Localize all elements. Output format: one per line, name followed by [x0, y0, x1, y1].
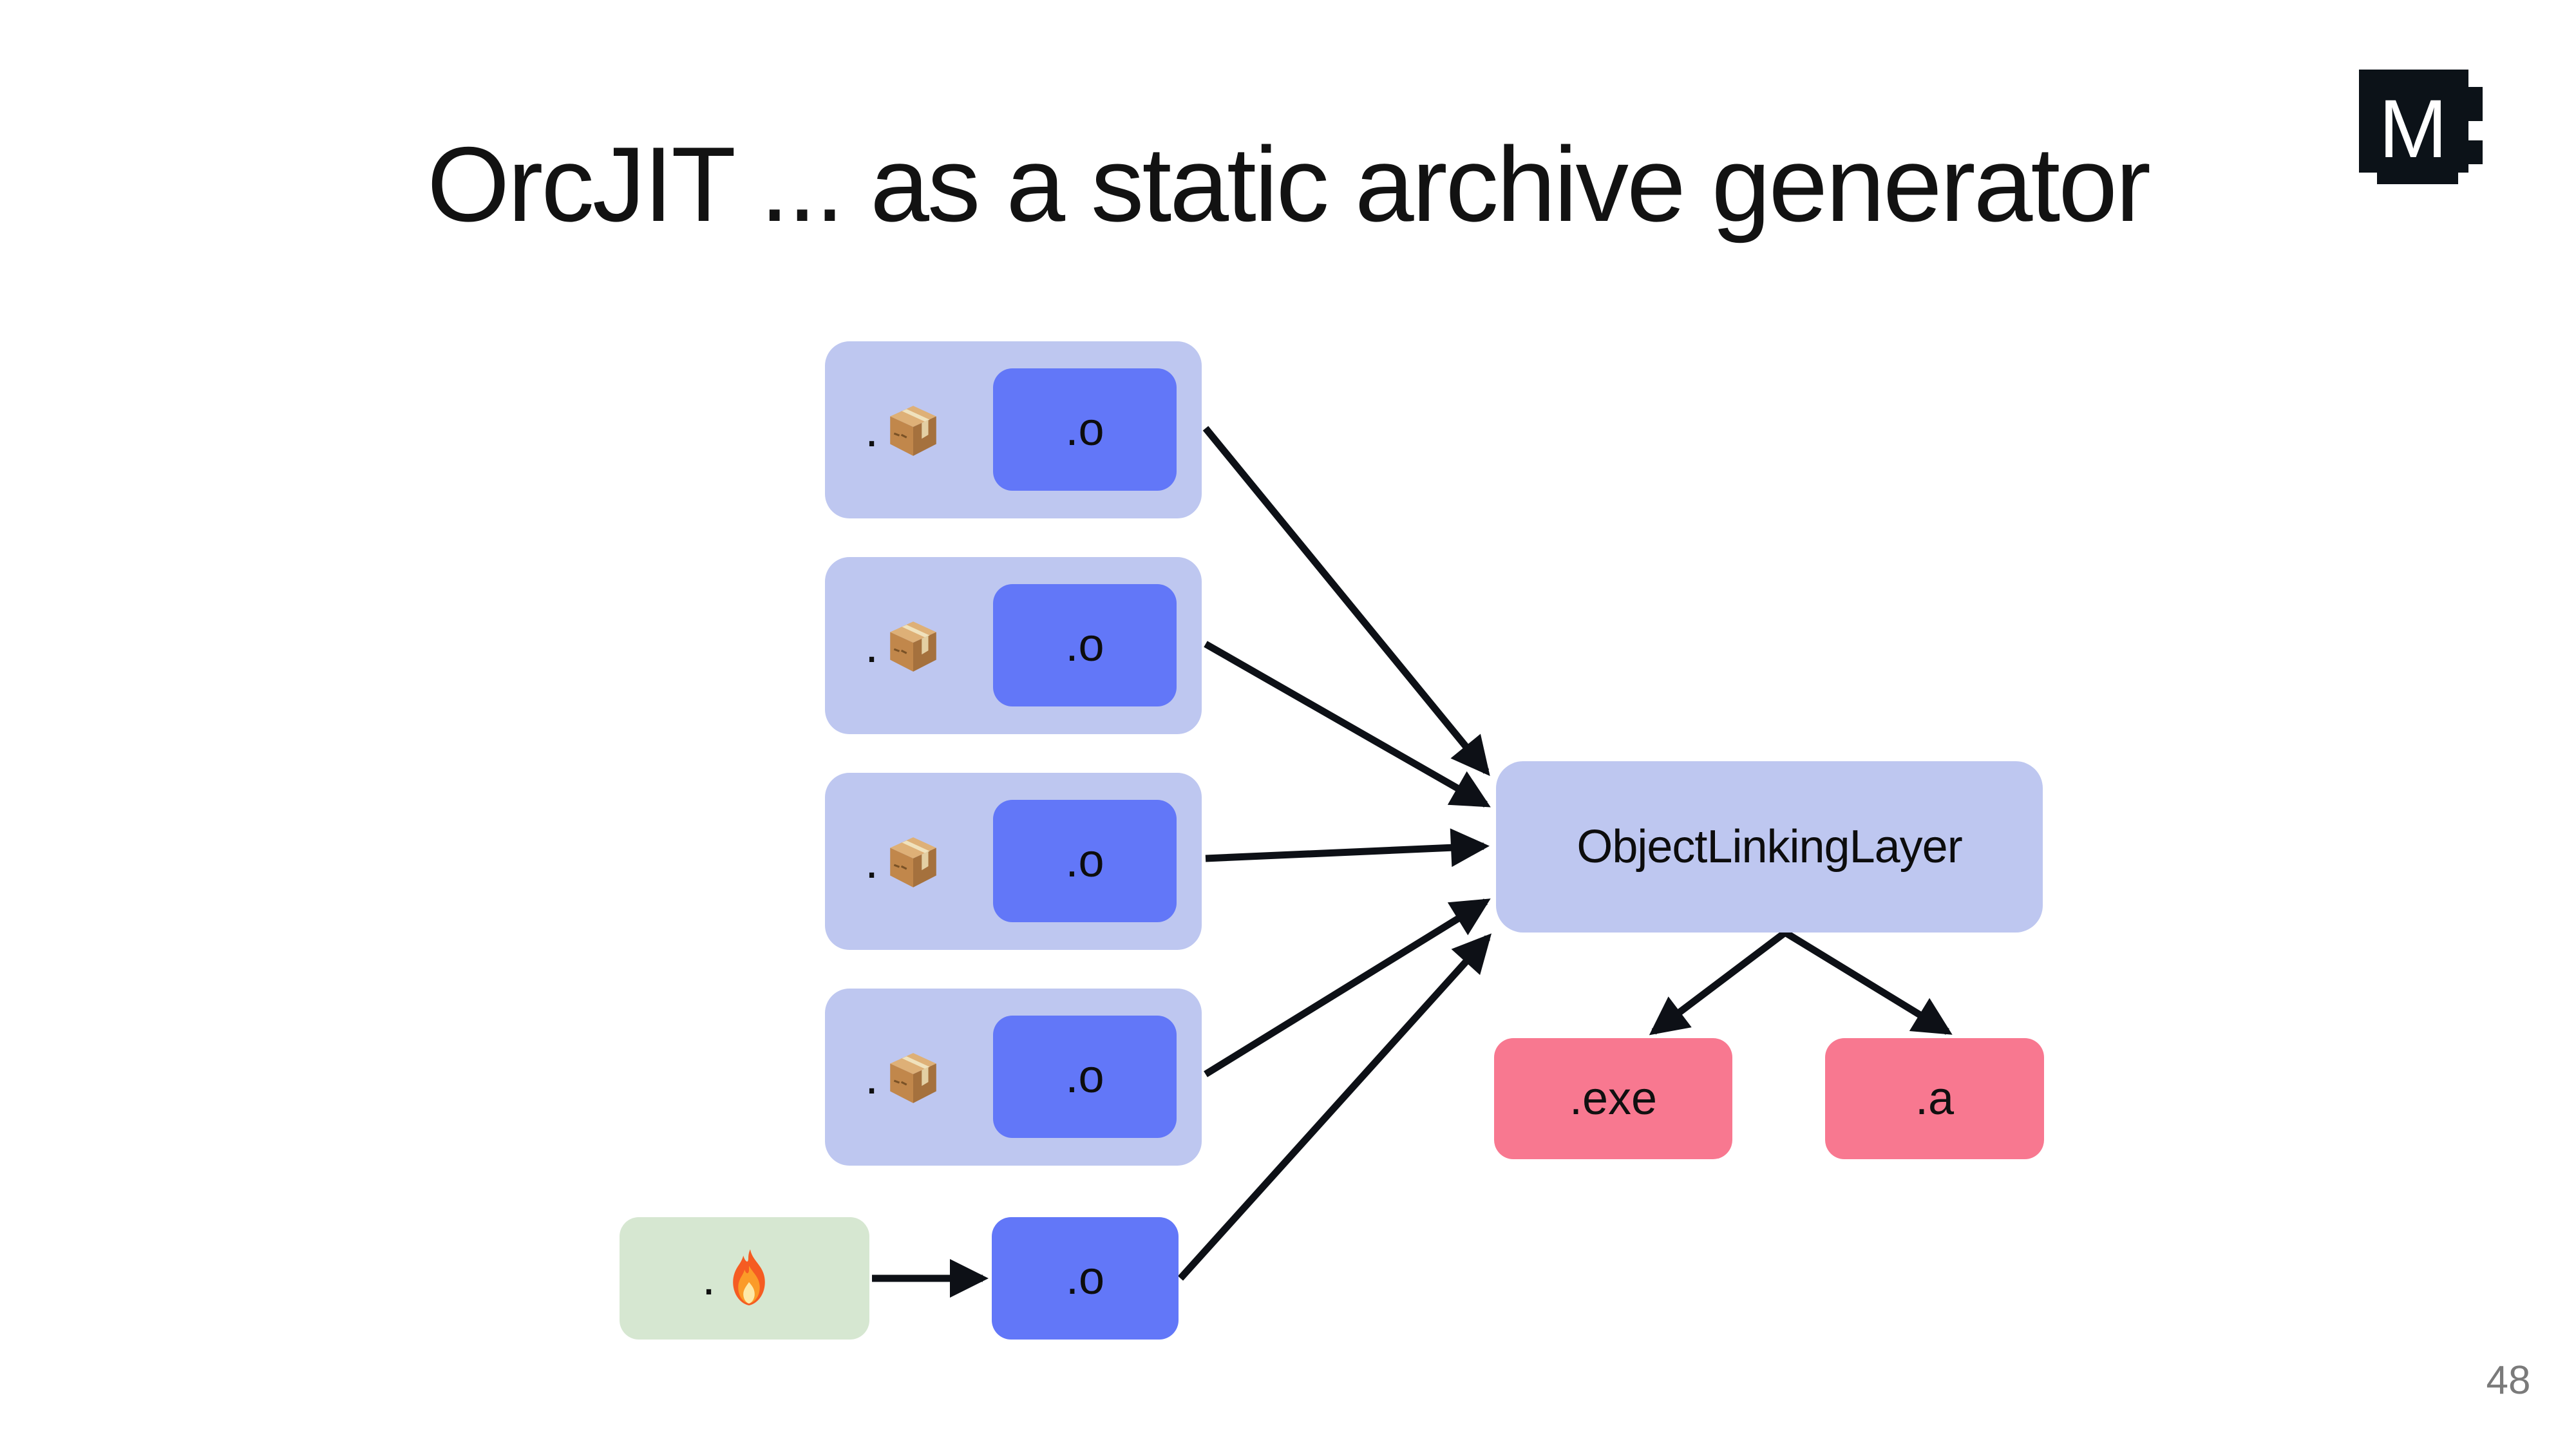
file-extension-dot: .	[702, 1251, 716, 1305]
connector-arrow-linker-to-exe	[1649, 929, 1788, 1036]
package-icon	[890, 837, 936, 887]
exe-output-label: .exe	[1569, 1073, 1658, 1124]
source-file-icon-group: .	[702, 1247, 777, 1310]
source-file-icon-group: .	[865, 1048, 943, 1107]
source-file-icon-group: .	[865, 401, 943, 460]
connector-arrow-row4-to-linker	[1204, 898, 1491, 1077]
object-file-chip: .o	[993, 1016, 1177, 1138]
object-linking-layer-label: ObjectLinkingLayer	[1577, 821, 1962, 873]
object-file-label: .o	[1065, 404, 1104, 455]
file-extension-dot: .	[865, 833, 879, 889]
object-file-label: .o	[1065, 1253, 1105, 1304]
object-linking-layer-box: ObjectLinkingLayer	[1496, 761, 2043, 933]
file-extension-dot: .	[865, 618, 879, 673]
a-output-box: .a	[1825, 1038, 2044, 1159]
exe-output-box: .exe	[1494, 1038, 1732, 1159]
package-row: . .o	[825, 773, 1202, 950]
slide-title: OrcJIT ... as a static archive generator	[427, 125, 2151, 243]
package-icon	[890, 1052, 936, 1103]
object-file-label: .o	[1065, 1051, 1104, 1103]
connector-arrow-linker-to-a	[1783, 929, 1953, 1035]
object-file-chip: .o	[993, 368, 1177, 491]
object-file-label: .o	[1065, 620, 1104, 671]
connector-arrow-mojo-to-linker	[1177, 933, 1492, 1281]
file-extension-dot: .	[865, 1049, 879, 1104]
connector-arrow-row1-to-linker	[1202, 426, 1490, 776]
object-file-label: .o	[1065, 835, 1104, 887]
object-file-chip: .o	[993, 584, 1177, 706]
fire-icon	[733, 1249, 765, 1306]
page-number: 48	[2486, 1358, 2531, 1403]
object-file-chip: .o	[993, 800, 1177, 922]
package-row: . .o	[825, 557, 1202, 734]
mojo-source-box: .	[620, 1217, 869, 1340]
package-icon	[890, 405, 936, 456]
source-file-icon-group: .	[865, 832, 943, 891]
source-file-icon-group: .	[865, 616, 943, 676]
modular-logo: M	[2359, 70, 2483, 184]
file-extension-dot: .	[865, 402, 879, 457]
logo-letter: M	[2379, 83, 2448, 175]
a-output-label: .a	[1915, 1073, 1955, 1124]
package-icon	[890, 621, 936, 672]
connector-arrow-row2-to-linker	[1204, 641, 1491, 808]
package-row: . .o	[825, 341, 1202, 518]
connector-arrow-row3-to-linker	[1205, 828, 1490, 867]
package-row: . .o	[825, 989, 1202, 1166]
object-file-chip: .o	[992, 1217, 1179, 1340]
